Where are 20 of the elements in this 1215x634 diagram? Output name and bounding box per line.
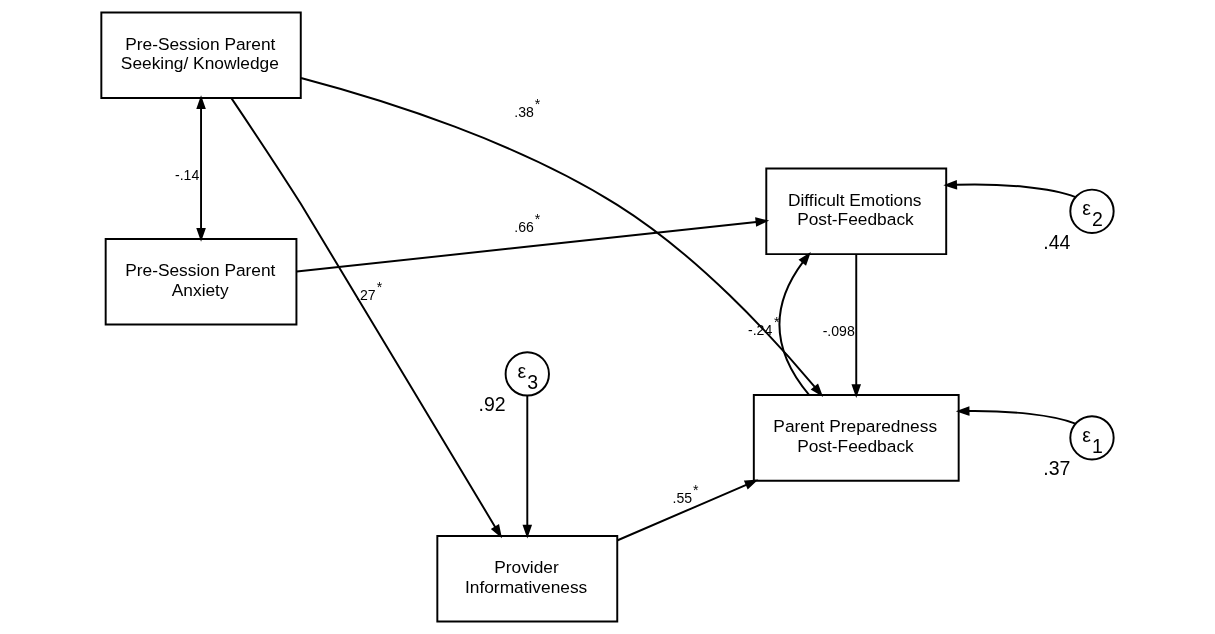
node-box: Difficult Emotions Post-Feedback [765, 167, 948, 256]
arrow [300, 77, 824, 398]
node-label: .37 [1043, 457, 1071, 480]
node-label: .44 [1043, 230, 1071, 253]
arrow [955, 406, 1077, 425]
arrow [616, 479, 759, 542]
arrow [778, 252, 811, 396]
arrow [196, 95, 206, 242]
arrow [851, 253, 862, 398]
node-box: Parent Preparedness Post-Feedback [752, 394, 960, 482]
arrow [230, 97, 502, 539]
node-box: Pre-Session Parent Seeking/ Knowledge [100, 11, 302, 100]
edge-label: -.098 [822, 323, 855, 340]
node-box: Provider Informativeness [436, 534, 619, 623]
edge-label: -.14 [175, 166, 200, 183]
node-box: Pre-Session Parent Anxiety [104, 238, 298, 326]
arrow [295, 217, 770, 273]
node-label: .92 [478, 393, 506, 416]
arrow [522, 394, 533, 539]
arrow [943, 179, 1077, 199]
